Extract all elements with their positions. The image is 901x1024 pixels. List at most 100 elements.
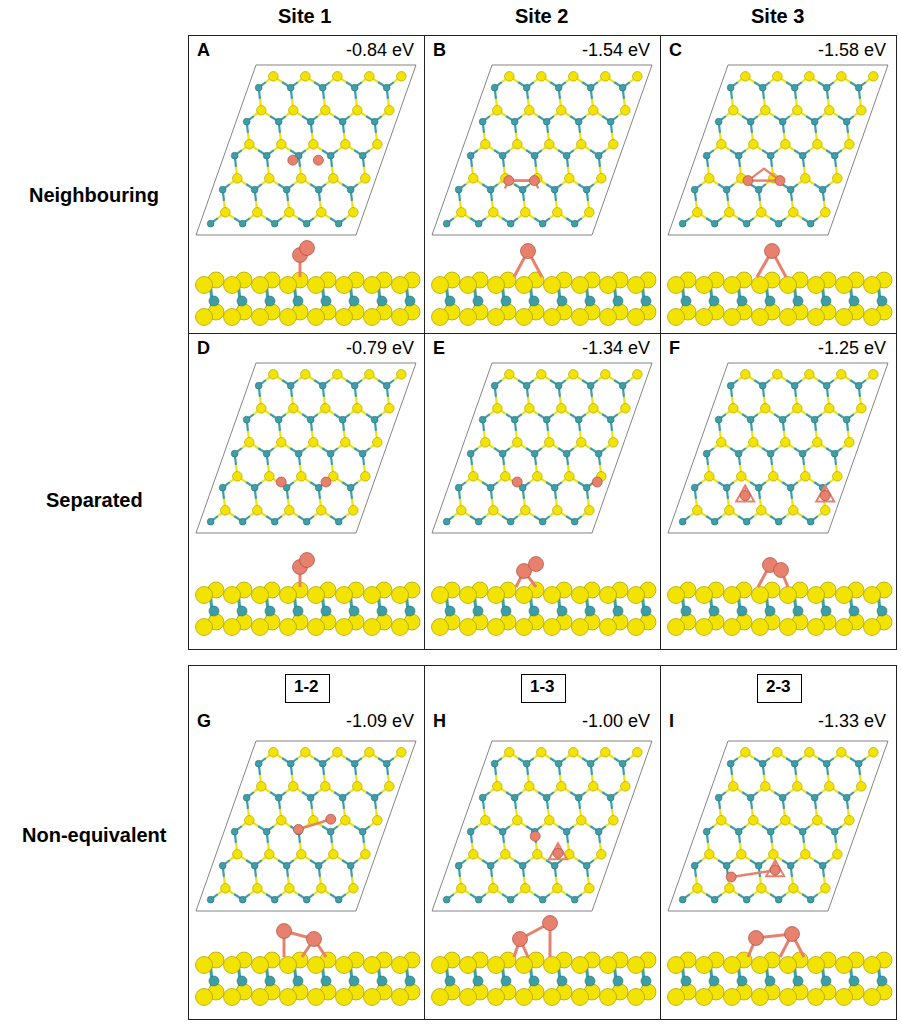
s-atom	[269, 748, 279, 758]
mo-atom	[251, 186, 258, 193]
mo-atom	[251, 862, 258, 869]
mo-atom	[511, 118, 518, 125]
mo-atom	[831, 450, 838, 457]
mo-atom	[755, 484, 762, 491]
mo-atom	[511, 416, 518, 423]
s-atom	[757, 208, 767, 218]
mo-atom-side	[377, 606, 387, 616]
s-atom	[341, 816, 351, 826]
mo-atom-side	[709, 296, 719, 306]
adsorbate-atom	[530, 831, 540, 841]
s-atom-side	[336, 587, 353, 604]
s-atom-side	[308, 619, 325, 636]
s-atom	[521, 208, 531, 218]
mo-atom	[347, 186, 354, 193]
mo-atom-side	[641, 296, 651, 306]
mo-atom	[283, 862, 290, 869]
mo-atom-side	[237, 606, 247, 616]
s-atom	[265, 472, 275, 482]
mo-atom	[571, 220, 578, 227]
adsorbate-atom-side	[774, 563, 789, 578]
mo-atom	[523, 84, 530, 91]
s-atom-side	[488, 957, 505, 974]
mo-atom-side	[557, 296, 567, 306]
mo-atom-side	[737, 606, 747, 616]
mo-atom	[255, 760, 262, 767]
s-atom-side	[668, 619, 685, 636]
mo-atom	[287, 760, 294, 767]
s-atom	[481, 438, 491, 448]
adsorbate-atom-side	[300, 241, 315, 256]
adsorbate-atom-side	[277, 924, 292, 939]
mo-atom-side	[293, 296, 303, 306]
s-atom	[469, 174, 479, 184]
s-atom	[577, 140, 587, 150]
s-atom	[569, 72, 579, 82]
s-atom-side	[864, 587, 881, 604]
s-atom	[397, 370, 407, 380]
s-atom-side	[364, 277, 381, 294]
mo-atom-side	[473, 296, 483, 306]
mo-atom-side	[821, 296, 831, 306]
mo-atom	[747, 118, 754, 125]
s-atom	[793, 404, 803, 414]
s-atom-side	[628, 619, 645, 636]
s-atom	[469, 850, 479, 860]
adsorbate-atom-side	[765, 244, 780, 259]
s-atom	[813, 438, 823, 448]
s-atom	[705, 472, 715, 482]
mo-atom	[575, 416, 582, 423]
s-atom-side	[196, 619, 213, 636]
s-atom	[489, 506, 499, 516]
s-atom	[341, 438, 351, 448]
s-atom	[469, 472, 479, 482]
mo-atom	[539, 518, 546, 525]
mo-atom-side	[641, 606, 651, 616]
s-atom	[361, 174, 371, 184]
s-atom-side	[780, 619, 797, 636]
s-atom-side	[364, 619, 381, 636]
s-atom	[813, 140, 823, 150]
mo-atom-side	[585, 606, 595, 616]
mo-atom	[551, 862, 558, 869]
mo-atom-side	[529, 976, 539, 986]
s-atom	[757, 506, 767, 516]
adsorbate-atom-side	[543, 916, 558, 931]
s-atom	[253, 884, 263, 894]
s-atom-side	[252, 277, 269, 294]
mo-atom	[339, 794, 346, 801]
mo-atom	[287, 84, 294, 91]
s-atom-side	[392, 587, 409, 604]
mo-atom	[723, 484, 730, 491]
s-atom	[513, 816, 523, 826]
s-atom-side	[224, 957, 241, 974]
mo-atom	[475, 220, 482, 227]
mo-atom	[491, 760, 498, 767]
mo-atom-side	[293, 976, 303, 986]
s-atom	[609, 140, 619, 150]
s-atom	[521, 506, 531, 516]
mo-atom	[307, 118, 314, 125]
mo-atom-side	[793, 606, 803, 616]
s-atom	[577, 816, 587, 826]
mo-atom	[807, 518, 814, 525]
mo-atom	[347, 484, 354, 491]
s-atom	[633, 748, 643, 758]
mo-atom	[351, 84, 358, 91]
s-atom	[493, 404, 503, 414]
mo-atom-side	[557, 606, 567, 616]
s-atom-side	[836, 587, 853, 604]
s-atom	[589, 782, 599, 792]
s-atom-side	[488, 989, 505, 1006]
mo-atom-side	[293, 606, 303, 616]
s-atom	[525, 404, 535, 414]
adsorbate-atom	[529, 176, 539, 186]
s-atom	[781, 438, 791, 448]
s-atom-side	[196, 277, 213, 294]
s-atom	[289, 782, 299, 792]
mo-atom	[727, 382, 734, 389]
mo-atom	[295, 450, 302, 457]
s-atom-side	[432, 989, 449, 1006]
mo-atom	[823, 382, 830, 389]
s-atom-side	[516, 989, 533, 1006]
